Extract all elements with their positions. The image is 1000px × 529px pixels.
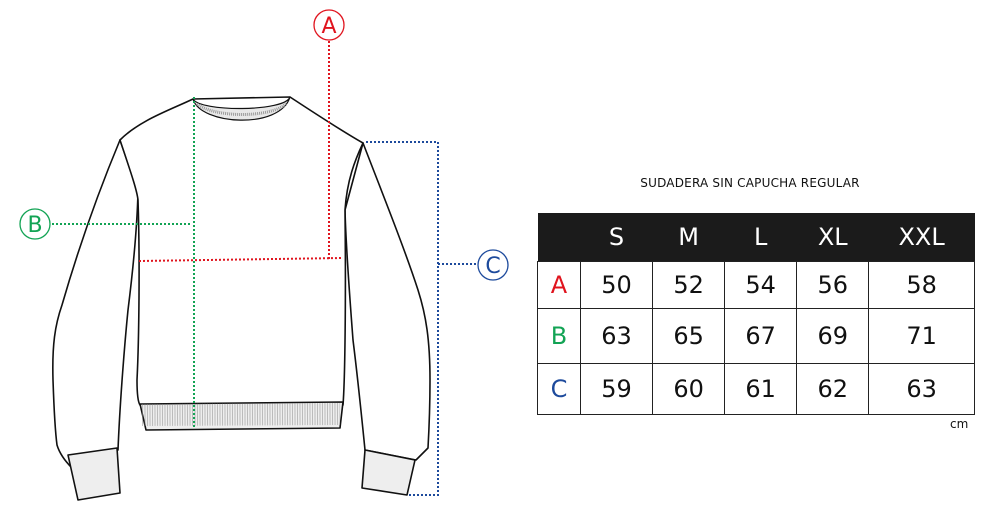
table-cell: 63 bbox=[579, 308, 654, 364]
neckband bbox=[192, 96, 291, 121]
table-cell: 65 bbox=[652, 308, 726, 364]
body bbox=[119, 96, 364, 406]
row-label: C bbox=[537, 363, 581, 415]
table-cell: 63 bbox=[868, 363, 975, 415]
table-cell: 59 bbox=[579, 363, 654, 415]
size-l: L bbox=[724, 213, 797, 262]
table-cell: 61 bbox=[724, 363, 798, 415]
marker-a: A bbox=[313, 9, 345, 41]
marker-c: C bbox=[477, 249, 509, 281]
table-cell: 52 bbox=[652, 261, 726, 309]
sweatshirt-diagram: A B C bbox=[19, 9, 509, 501]
table-cell: 54 bbox=[724, 261, 798, 309]
size-xl: XL bbox=[796, 213, 869, 262]
size-m: M bbox=[652, 213, 725, 262]
table-cell: 50 bbox=[579, 261, 654, 309]
header-blank bbox=[537, 213, 581, 262]
sweatshirt-outline bbox=[52, 96, 431, 501]
table-cell: 58 bbox=[868, 261, 975, 309]
right-sleeve bbox=[344, 142, 431, 461]
size-s: S bbox=[580, 213, 653, 262]
row-label: B bbox=[537, 308, 581, 364]
svg-text:B: B bbox=[27, 213, 42, 238]
unit-label: cm bbox=[950, 417, 969, 431]
table-cell: 71 bbox=[868, 308, 975, 364]
row-label: A bbox=[537, 261, 581, 309]
measure-a bbox=[138, 41, 344, 262]
table-cell: 56 bbox=[796, 261, 870, 309]
chart-title: SUDADERA SIN CAPUCHA REGULAR bbox=[640, 176, 860, 190]
svg-text:C: C bbox=[485, 254, 500, 279]
size-header-row: S M L XL XXL bbox=[537, 213, 975, 262]
size-xxl: XXL bbox=[868, 213, 975, 262]
table-cell: 62 bbox=[796, 363, 870, 415]
table-cell: 60 bbox=[652, 363, 726, 415]
table-cell: 67 bbox=[724, 308, 798, 364]
svg-text:A: A bbox=[321, 14, 336, 39]
measure-b bbox=[52, 97, 195, 428]
measure-c bbox=[366, 141, 477, 496]
left-cuff bbox=[67, 447, 121, 501]
right-cuff bbox=[361, 449, 416, 496]
marker-b: B bbox=[19, 208, 51, 240]
table-cell: 69 bbox=[796, 308, 870, 364]
left-sleeve bbox=[52, 139, 139, 469]
